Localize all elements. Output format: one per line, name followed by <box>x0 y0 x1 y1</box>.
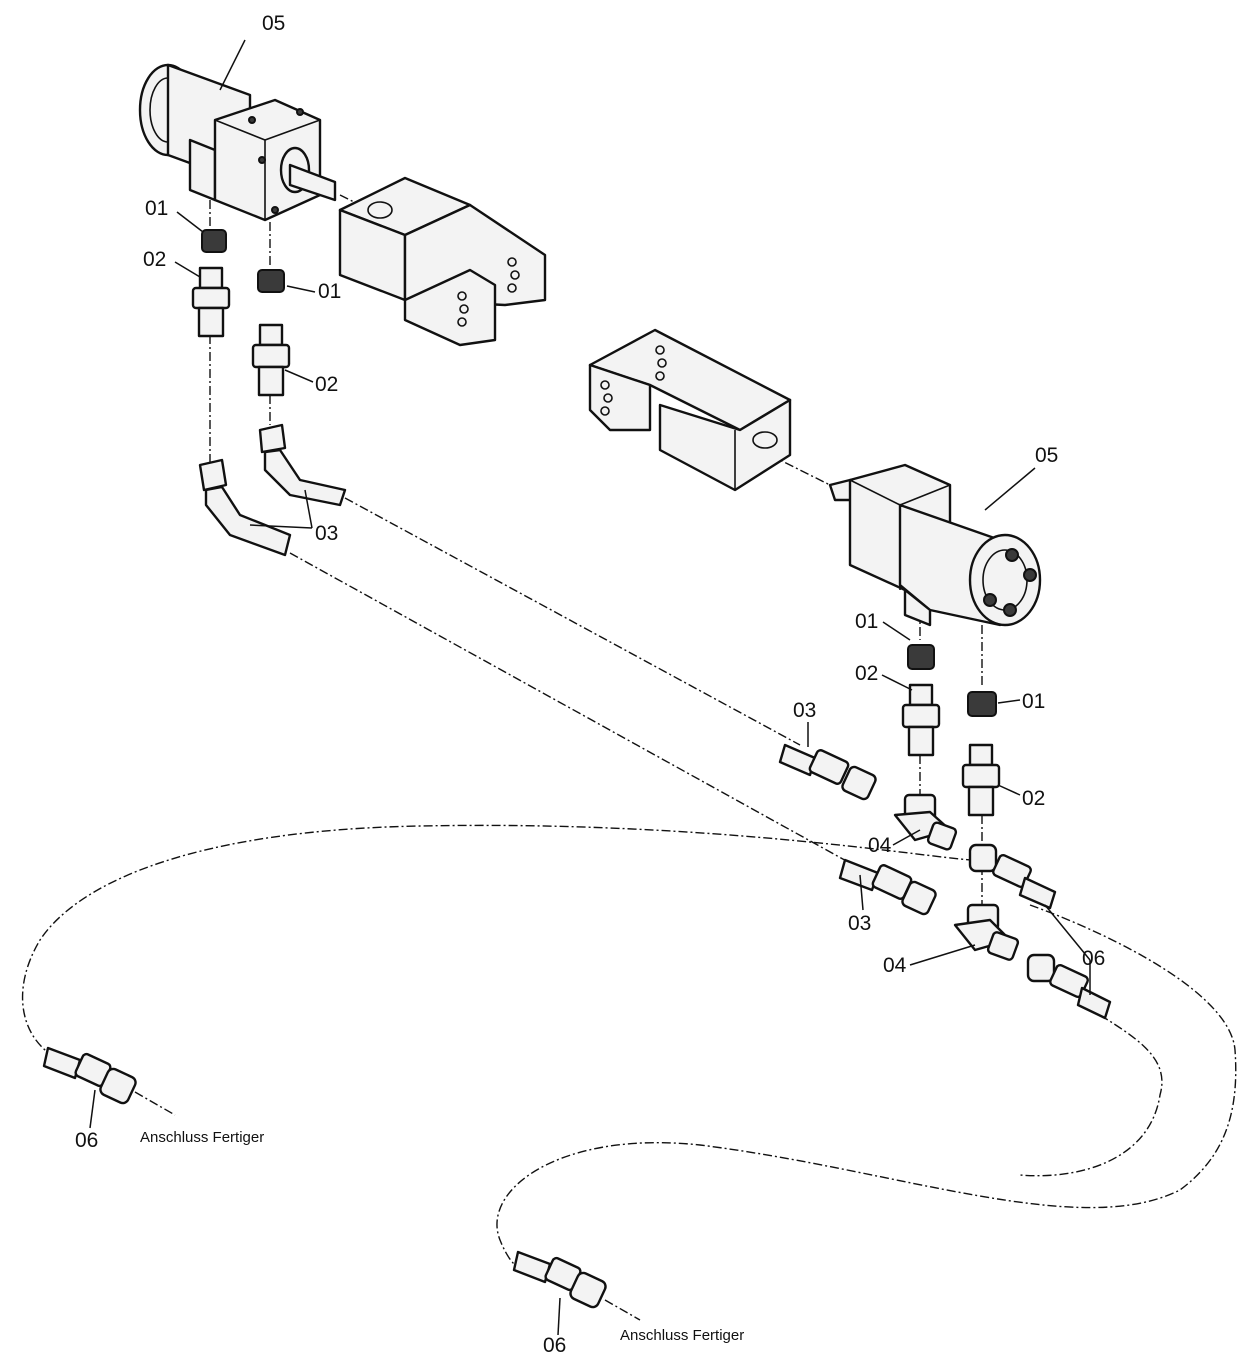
hose-fitting-03-mid <box>778 743 877 801</box>
callout-04-lower: 04 <box>883 954 907 977</box>
fittings-right <box>778 644 1112 1020</box>
adapter-02-d <box>968 743 994 767</box>
hydraulic-motor-right <box>828 463 1042 627</box>
hose-bottom-loop <box>496 904 1237 1271</box>
callout-01-a: 01 <box>145 197 168 220</box>
callout-03-top: 03 <box>315 522 338 545</box>
hose-bottom-end <box>604 1299 641 1321</box>
note-anschluss-bottom: Anschluss Fertiger <box>620 1327 744 1344</box>
hose-lower <box>289 552 851 864</box>
adapter-02-b <box>258 323 284 347</box>
elbow-fitting-a <box>198 458 228 492</box>
hose-fitting-06-right-a <box>968 843 1057 910</box>
supply-connector-left <box>42 1046 137 1105</box>
callout-04-upper: 04 <box>868 834 892 857</box>
callout-labels: 05 01 02 01 02 03 05 01 02 01 02 03 03 0… <box>75 12 1105 1357</box>
tee-fitting-04-lower <box>953 903 1020 961</box>
note-anschluss-left: Anschluss Fertiger <box>140 1129 264 1146</box>
callout-02-a: 02 <box>143 248 166 271</box>
callout-02-d: 02 <box>1022 787 1045 810</box>
hose-left-end <box>134 1091 176 1116</box>
hose-fitting-03-low <box>838 858 937 916</box>
callout-05-right: 05 <box>1035 444 1058 467</box>
callout-02-b: 02 <box>315 373 338 396</box>
callout-06-bottom: 06 <box>543 1334 566 1357</box>
seal-ring-01-d <box>967 691 997 717</box>
leader-lines <box>89 39 1091 1336</box>
seal-ring-01-c <box>907 644 935 670</box>
callout-05-top: 05 <box>262 12 285 35</box>
hose-upper <box>344 497 801 746</box>
seal-ring-01-a <box>201 229 227 253</box>
mounting-bracket-middle <box>588 328 792 492</box>
hose-fitting-06-right-b <box>1026 953 1112 1020</box>
supply-connector-bottom <box>512 1250 607 1309</box>
callout-06-left: 06 <box>75 1129 98 1152</box>
hose-right-return <box>1019 1014 1163 1177</box>
hydraulic-motor-left <box>138 63 337 222</box>
mounting-bracket-top <box>338 176 547 347</box>
callout-02-c: 02 <box>855 662 878 685</box>
tee-fitting-04-upper <box>893 793 958 851</box>
hose-left-loop <box>21 824 976 1061</box>
adapter-02-c <box>908 683 934 707</box>
callout-06-right: 06 <box>1082 947 1105 970</box>
callout-03-low: 03 <box>848 912 871 935</box>
seal-ring-01-b <box>257 269 285 293</box>
callout-01-c: 01 <box>855 610 878 633</box>
adapter-02-a <box>198 266 224 290</box>
callout-01-d: 01 <box>1022 690 1045 713</box>
callout-03-mid: 03 <box>793 699 816 722</box>
elbow-fitting-b <box>258 423 287 454</box>
fittings-left <box>191 229 347 557</box>
callout-01-b: 01 <box>318 280 341 303</box>
